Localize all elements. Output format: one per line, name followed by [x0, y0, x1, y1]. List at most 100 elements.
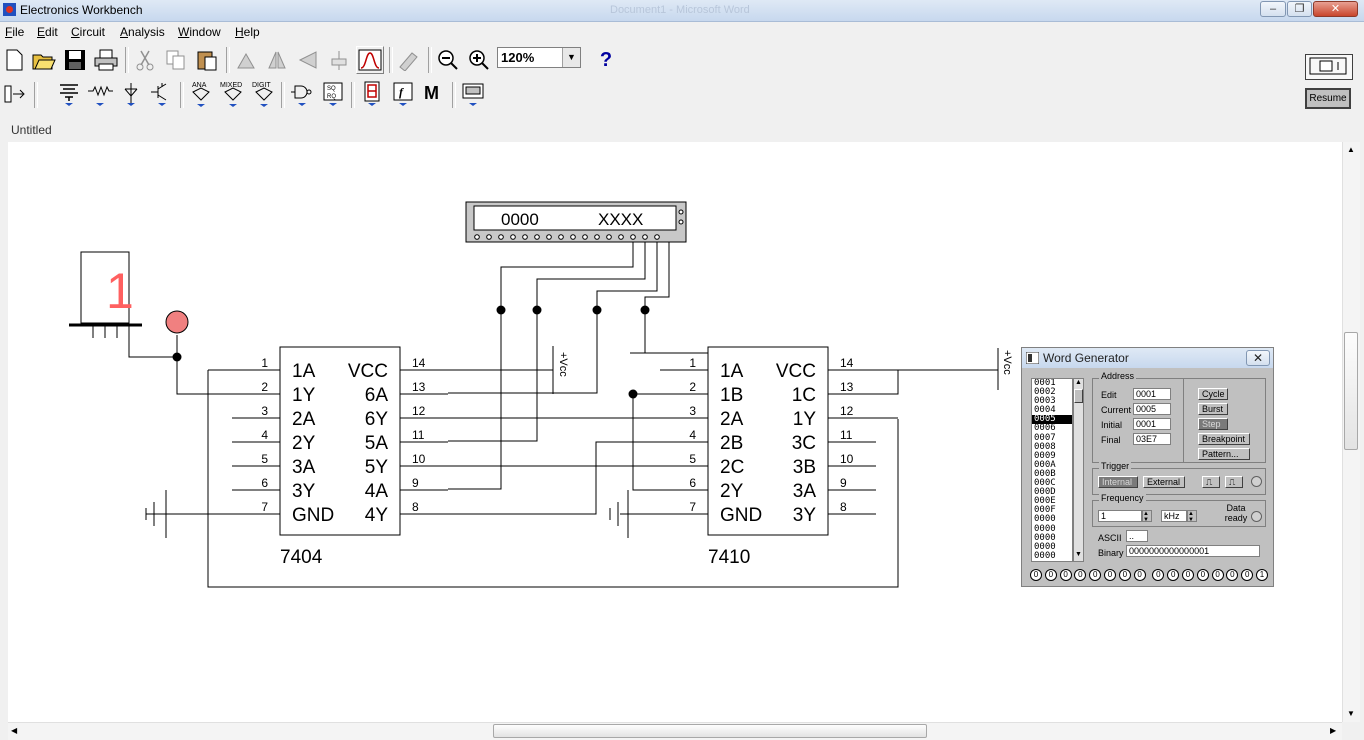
resume-button[interactable]: Resume — [1305, 88, 1351, 109]
vcc-symbol-7404[interactable]: +Vcc — [552, 346, 569, 394]
logic-gates-bin-button[interactable] — [288, 80, 316, 108]
analyzer-input-pin[interactable] — [594, 234, 600, 240]
external-trigger-button[interactable]: External — [1143, 476, 1185, 488]
cycle-button[interactable]: Cycle — [1198, 388, 1228, 400]
menu-analysis[interactable]: Analysis — [120, 25, 165, 39]
word-list-item[interactable]: 000D — [1034, 487, 1056, 498]
word-list-item[interactable]: 0009 — [1034, 450, 1056, 461]
data-ready-terminal[interactable] — [1251, 511, 1262, 522]
output-bit-terminal[interactable]: 0 — [1182, 569, 1194, 581]
menu-edit[interactable]: Edit — [37, 25, 58, 39]
horizontal-scroll-thumb[interactable] — [493, 724, 927, 738]
vertical-scroll-thumb[interactable] — [1344, 332, 1358, 450]
logic-probe[interactable] — [165, 310, 189, 334]
word-generator-close-button[interactable]: ✕ — [1246, 350, 1270, 366]
rotate-button[interactable] — [232, 46, 260, 74]
word-list-item[interactable]: 000B — [1034, 468, 1056, 479]
falling-edge-button[interactable]: ⎍ — [1225, 476, 1243, 488]
ascii-field[interactable]: .. — [1126, 530, 1148, 542]
instruments-bin-button[interactable] — [459, 80, 487, 108]
analyzer-input-pin[interactable] — [642, 234, 648, 240]
analyzer-input-pin[interactable] — [618, 234, 624, 240]
horizontal-scrollbar[interactable]: ◀ ▶ — [8, 722, 1342, 740]
paste-button[interactable] — [193, 46, 221, 74]
output-bit-terminal[interactable]: 0 — [1196, 569, 1209, 581]
word-list-item[interactable]: 0000 — [1034, 550, 1056, 561]
initial-field[interactable]: 0001 — [1133, 418, 1171, 430]
menu-file[interactable]: File — [5, 25, 25, 39]
output-bit-terminal[interactable]: 0 — [1118, 569, 1131, 581]
output-bit-terminal[interactable]: 1 — [1256, 569, 1268, 581]
step-button[interactable]: Step — [1198, 418, 1228, 430]
analog-ics-bin-button[interactable]: ANA — [187, 80, 215, 108]
output-bit-terminal[interactable]: 0 — [1104, 569, 1116, 581]
output-bit-terminal[interactable]: 0 — [1044, 569, 1057, 581]
scroll-down-icon[interactable]: ▼ — [1075, 551, 1082, 558]
menu-circuit[interactable]: Circuit — [71, 25, 106, 39]
zoom-in-button[interactable] — [465, 46, 493, 74]
chevron-down-icon[interactable]: ▼ — [562, 48, 580, 67]
restore-button[interactable]: ❐ — [1287, 1, 1312, 17]
graph-button[interactable] — [356, 46, 384, 74]
analyzer-input-pin[interactable] — [582, 234, 588, 240]
frequency-stepper[interactable]: ▲▼ — [1142, 510, 1152, 523]
power-switch[interactable] — [1305, 54, 1353, 80]
flip-vertical-button[interactable] — [294, 46, 322, 74]
analyzer-input-pin[interactable] — [498, 234, 504, 240]
basic-bin-button[interactable] — [86, 80, 114, 108]
output-bit-terminal[interactable]: 0 — [1059, 569, 1072, 581]
cut-button[interactable] — [131, 46, 159, 74]
word-list-item[interactable]: 0002 — [1034, 387, 1056, 398]
vcc-symbol-word-generator[interactable]: +Vcc — [997, 348, 1013, 390]
zoom-out-button[interactable] — [434, 46, 462, 74]
output-bit-terminal[interactable]: 0 — [1241, 569, 1254, 581]
seven-segment-display[interactable]: 1 — [69, 251, 142, 338]
mixed-ics-bin-button[interactable]: MIXED — [218, 80, 246, 108]
logic-analyzer[interactable]: 0000 XXXX — [465, 201, 687, 243]
scroll-down-icon[interactable]: ▼ — [1347, 709, 1355, 718]
vertical-scrollbar[interactable]: ▲ ▼ — [1342, 142, 1360, 722]
open-button[interactable] — [30, 46, 58, 74]
binary-field[interactable]: 0000000000000001 — [1126, 545, 1260, 557]
word-list-item[interactable]: 0003 — [1034, 396, 1056, 407]
output-bit-terminal[interactable]: 0 — [1030, 569, 1042, 581]
word-list-scrollbar[interactable]: ▲ ▼ — [1073, 378, 1084, 562]
analyzer-input-pin[interactable] — [534, 234, 540, 240]
word-list-item[interactable]: 0004 — [1034, 405, 1056, 416]
new-button[interactable] — [0, 46, 28, 74]
word-list-item[interactable]: 000C — [1034, 478, 1056, 489]
output-bit-terminal[interactable]: 0 — [1152, 569, 1165, 581]
output-bit-terminal[interactable]: 0 — [1089, 569, 1102, 581]
scroll-up-icon[interactable]: ▲ — [1075, 379, 1082, 386]
scroll-left-icon[interactable]: ◀ — [11, 726, 18, 735]
word-list-item[interactable]: 000A — [1034, 459, 1056, 470]
copy-button[interactable] — [162, 46, 190, 74]
word-list-item[interactable]: 0006 — [1034, 423, 1056, 434]
flip-horizontal-button[interactable] — [263, 46, 291, 74]
internal-trigger-button[interactable]: Internal — [1098, 476, 1138, 488]
frequency-unit-field[interactable]: kHz — [1161, 510, 1187, 522]
print-button[interactable] — [92, 46, 120, 74]
frequency-field[interactable]: 1 — [1098, 510, 1142, 522]
analyzer-input-pin[interactable] — [570, 234, 576, 240]
word-list-item[interactable]: 0000 — [1034, 514, 1056, 525]
word-list-item[interactable]: 0000 — [1034, 523, 1056, 534]
output-bit-terminal[interactable]: 0 — [1074, 569, 1087, 581]
burst-button[interactable]: Burst — [1198, 403, 1228, 415]
menu-help[interactable]: Help — [235, 25, 260, 39]
transistors-bin-button[interactable] — [148, 80, 176, 108]
trigger-terminal[interactable] — [1251, 476, 1262, 487]
analyzer-input-pin[interactable] — [606, 234, 612, 240]
component-properties-button[interactable] — [325, 46, 353, 74]
chip-7404-body[interactable] — [279, 346, 401, 536]
analyzer-input-pin[interactable] — [474, 234, 480, 240]
sources-bin-button[interactable] — [55, 80, 83, 108]
scroll-right-icon[interactable]: ▶ — [1330, 726, 1337, 735]
zoom-select[interactable]: 120% ▼ — [497, 47, 581, 68]
current-field[interactable]: 0005 — [1133, 403, 1171, 415]
scroll-up-icon[interactable]: ▲ — [1347, 145, 1355, 154]
word-list-item[interactable]: 0008 — [1034, 441, 1056, 452]
rising-edge-button[interactable]: ⎍ — [1202, 476, 1220, 488]
analyzer-input-pin[interactable] — [546, 234, 552, 240]
output-bit-terminal[interactable]: 0 — [1226, 569, 1239, 581]
